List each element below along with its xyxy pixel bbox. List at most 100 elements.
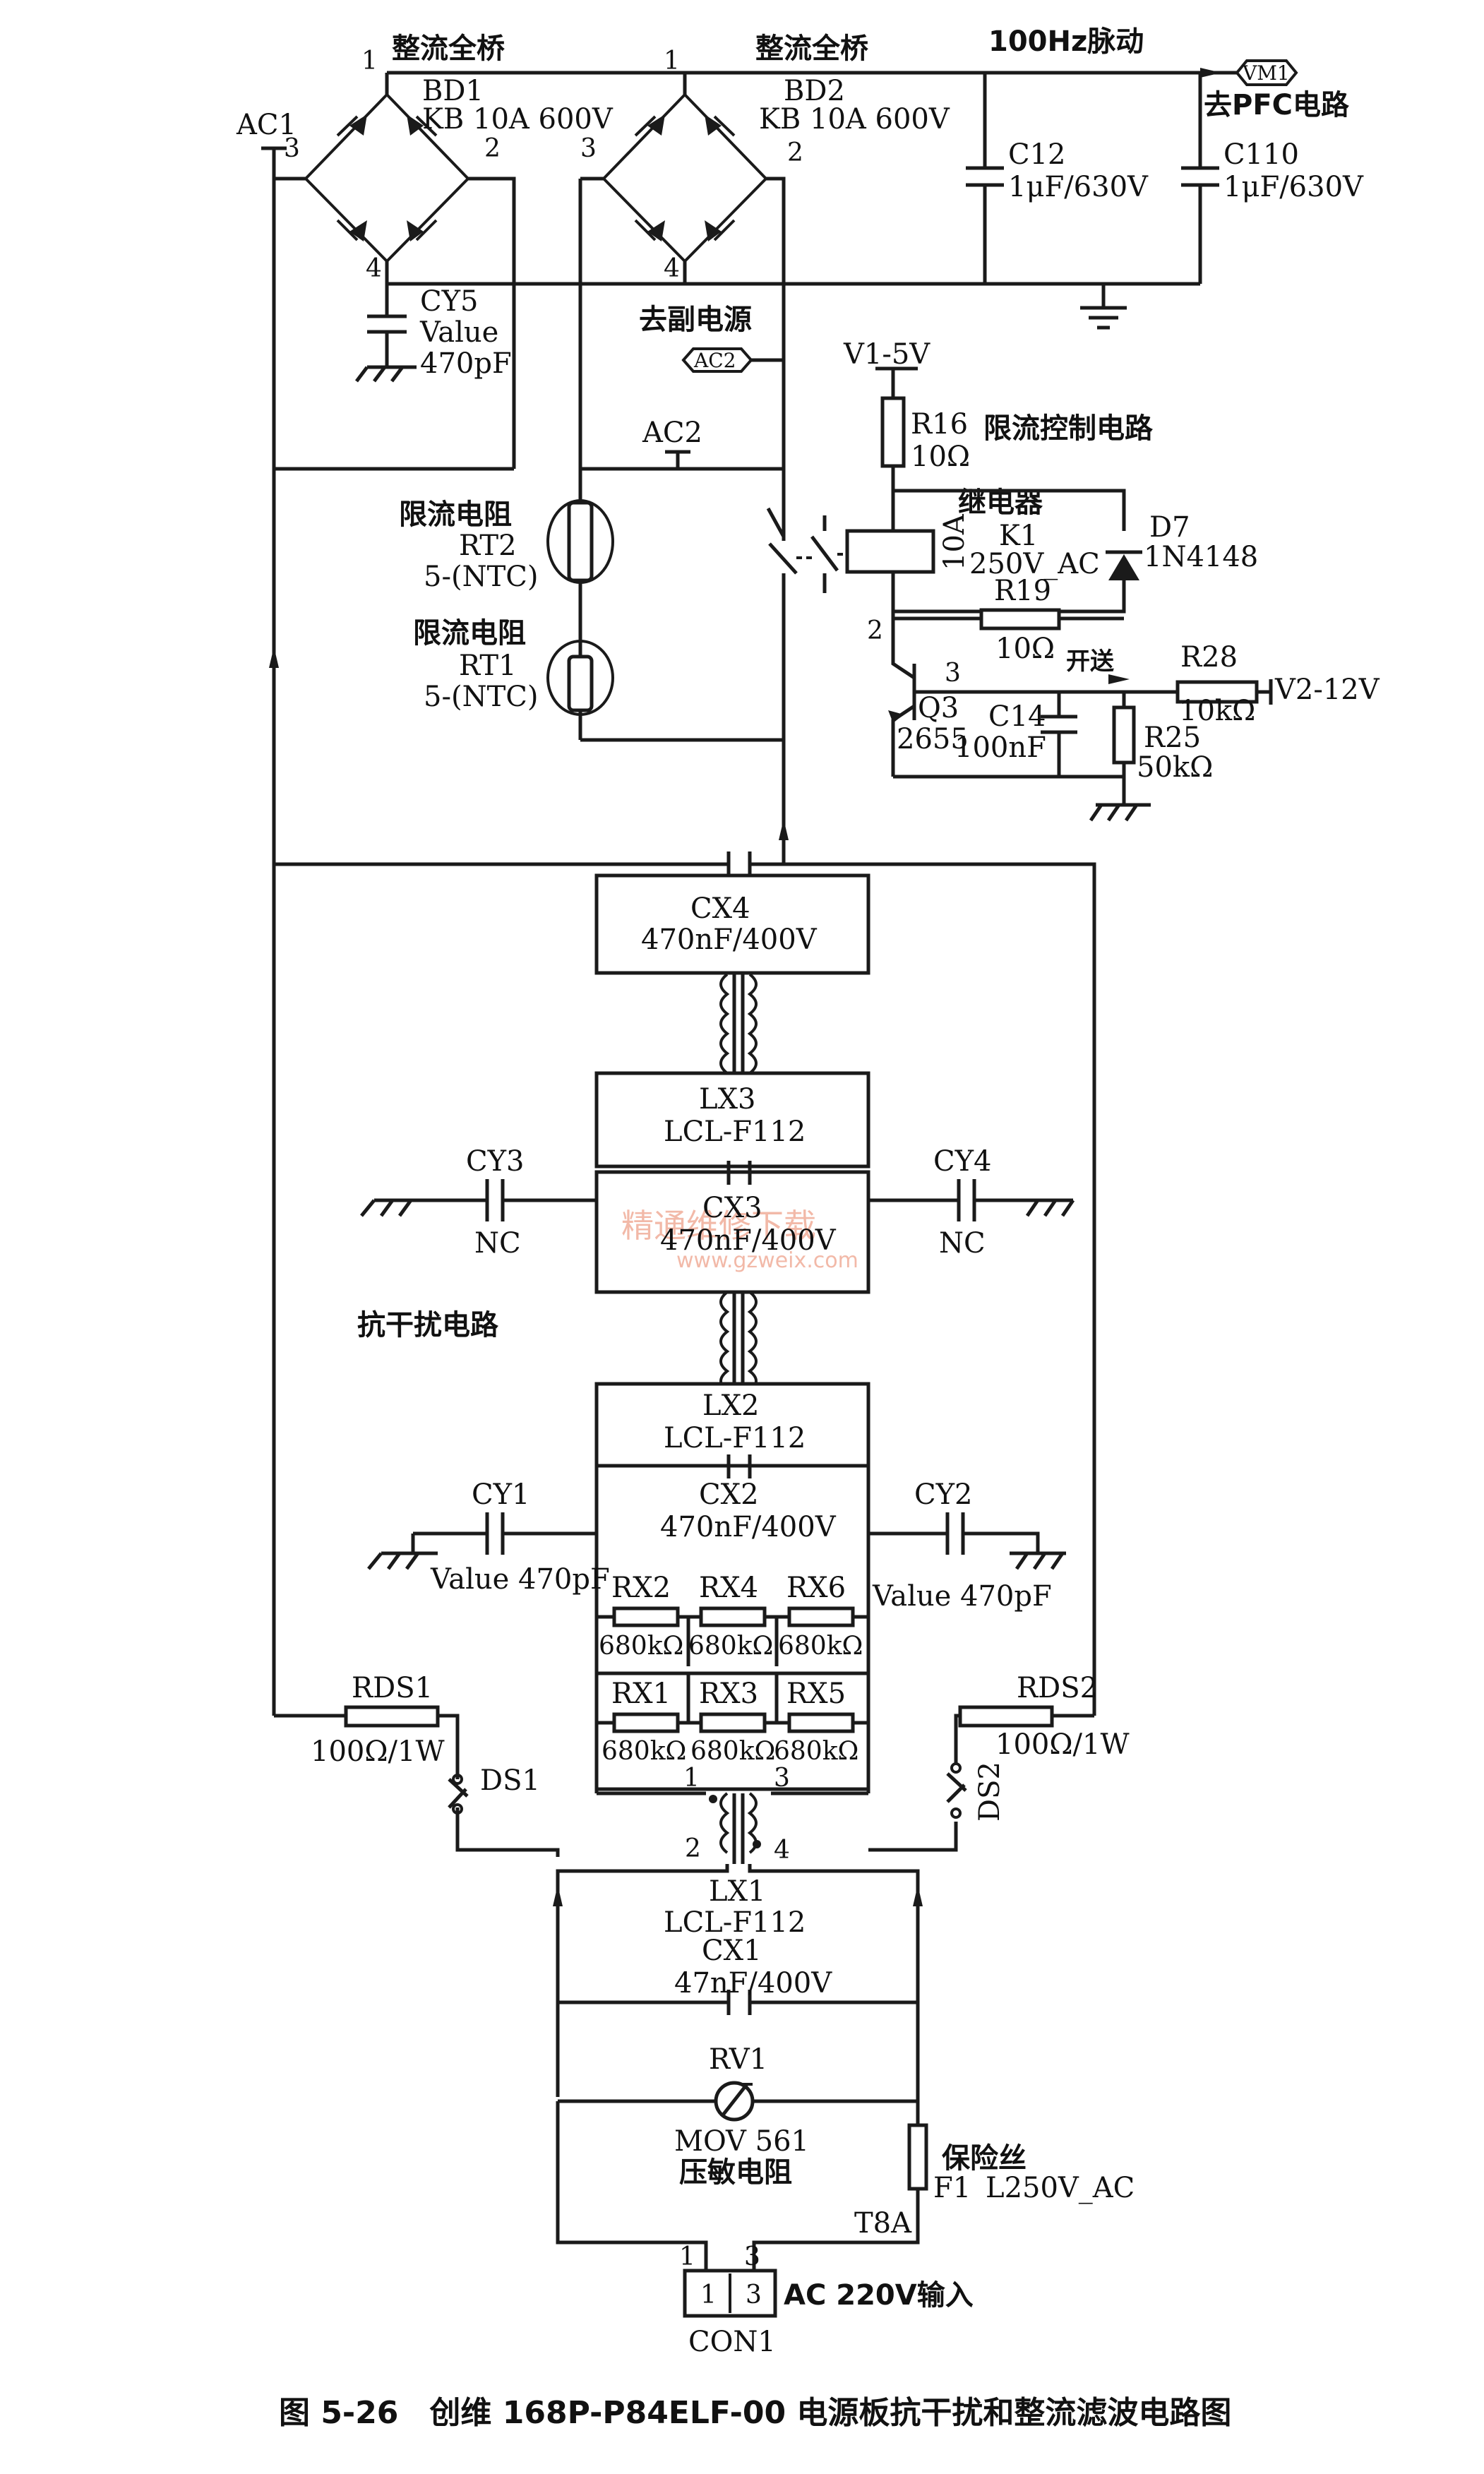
figure-caption: 图 5-26 创维 168P-P84ELF-00 电源板抗干扰和整流滤波电路图 xyxy=(279,2395,1231,2431)
rv1-part: MOV 561 xyxy=(674,2125,809,2158)
capacitor-cy4 xyxy=(868,1179,1075,1221)
ground-icon xyxy=(1089,803,1151,822)
cy2-value: Value 470pF xyxy=(872,1580,1052,1613)
rx4-value: 680kΩ xyxy=(688,1632,773,1661)
resistor-r28 xyxy=(1175,680,1259,704)
cx4-box xyxy=(594,873,870,975)
cx4-value: 470nF/400V xyxy=(641,924,818,956)
resistor-rds1 xyxy=(344,1705,440,1728)
rv1-desc: 压敏电阻 xyxy=(679,2156,792,2189)
r19-ref: R19 xyxy=(994,575,1051,607)
cy4-ref: CY4 xyxy=(933,1145,991,1178)
c14-value: 100nF xyxy=(955,731,1046,764)
bd1-pin1: 1 xyxy=(361,47,378,76)
capacitor-cy2 xyxy=(868,1512,1066,1570)
capacitor-cx1 xyxy=(726,1990,752,2015)
cx3-ref: CX3 xyxy=(702,1192,762,1224)
spark-gap-ds1 xyxy=(448,1774,469,1815)
rds2-ref: RDS2 xyxy=(1017,1672,1098,1704)
rds1-branch xyxy=(274,1714,560,1857)
vm1-flag xyxy=(1235,59,1298,86)
resistor-rx3 xyxy=(699,1712,767,1733)
cy1-value: Value 470pF xyxy=(430,1563,610,1596)
cy3-value: NC xyxy=(474,1227,521,1260)
c110-value: 1μF/630V xyxy=(1223,171,1364,203)
watermark-text: 精通维修下载 xyxy=(621,1207,816,1245)
rds2-value: 100Ω/1W xyxy=(995,1728,1130,1761)
r16-value: 10Ω xyxy=(911,441,970,473)
relay-current: 10A xyxy=(938,513,971,570)
capacitor-cy3 xyxy=(360,1179,597,1221)
rt2-ref: RT2 xyxy=(459,530,517,562)
lx1-pin3: 3 xyxy=(774,1764,790,1793)
fuse-rating: L250V_AC xyxy=(986,2172,1135,2204)
bd1-ref: BD1 xyxy=(422,75,484,107)
transistor-q3 xyxy=(888,643,1059,777)
vm1-flag-text: VM1 xyxy=(1242,61,1290,85)
arrow-icon xyxy=(1108,674,1130,684)
cy5-value1: Value xyxy=(419,316,498,349)
input-wire-right xyxy=(748,1864,920,2125)
switch-on-label: 开送 xyxy=(1066,647,1114,676)
arrow-icon xyxy=(269,647,279,668)
fuse-f1 xyxy=(907,2123,928,2191)
relay-rating: 250V_AC xyxy=(969,548,1100,580)
rx6-value: 680kΩ xyxy=(778,1632,863,1661)
rx3-ref: RX3 xyxy=(699,1678,758,1710)
con1-ref: CON1 xyxy=(688,2326,776,2358)
lx3-part: LCL-F112 xyxy=(664,1116,806,1148)
lx3-box xyxy=(594,1071,870,1169)
resistor-r19 xyxy=(979,608,1061,631)
bd1-pin2: 2 xyxy=(484,134,501,163)
capacitor-c14 xyxy=(1041,692,1077,777)
varistor-rv1 xyxy=(714,2081,755,2122)
cx2-ref: CX2 xyxy=(699,1478,759,1511)
con1-pin3-inner: 3 xyxy=(746,2281,762,2309)
capacitor-cy5 xyxy=(355,284,417,383)
bd2-pin2: 2 xyxy=(787,138,803,167)
cx4-ref: CX4 xyxy=(690,892,750,925)
choke-lx3 xyxy=(719,973,758,1075)
resistor-rx2 xyxy=(612,1606,680,1627)
r25-value: 50kΩ xyxy=(1137,751,1213,784)
capacitor-cx4 xyxy=(726,851,752,877)
rds1-value: 100Ω/1W xyxy=(311,1735,445,1768)
bd1-pin3: 3 xyxy=(284,134,300,163)
cy3-ref: CY3 xyxy=(466,1145,524,1178)
bridge-bd2 xyxy=(602,92,768,263)
capacitor-cy1 xyxy=(367,1512,597,1570)
r19-value: 10Ω xyxy=(995,633,1055,665)
v1-label: V1-5V xyxy=(843,338,931,371)
cy5-value2: 470pF xyxy=(420,347,512,380)
con1-pin1: 1 xyxy=(679,2242,695,2271)
resistor-rds2 xyxy=(958,1705,1054,1728)
r16-ref: R16 xyxy=(911,408,968,441)
ntc-rt2 xyxy=(546,469,614,657)
r25-ref: R25 xyxy=(1144,722,1201,754)
bd2-ref: BD2 xyxy=(784,75,845,107)
rt2-value: 5-(NTC) xyxy=(424,561,538,593)
q3-part: 2655 xyxy=(897,723,969,755)
rt1-title: 限流电阻 xyxy=(413,617,526,650)
con1-label: AC 220V输入 xyxy=(784,2279,974,2312)
bridge-bd1 xyxy=(304,92,470,263)
fuse-ref: F1 xyxy=(933,2172,971,2204)
capacitor-c12 xyxy=(966,73,1004,284)
rx4-ref: RX4 xyxy=(699,1572,758,1604)
lx3-ref: LX3 xyxy=(699,1083,756,1116)
rx5-value: 680kΩ xyxy=(774,1737,858,1766)
ntc-rt1 xyxy=(546,640,614,740)
lx1-pin4: 4 xyxy=(774,1836,790,1865)
q3-ref: Q3 xyxy=(918,692,959,724)
ds2-ref: DS2 xyxy=(974,1762,1006,1822)
bd2-pin4: 4 xyxy=(664,254,680,283)
ds1-ref: DS1 xyxy=(480,1764,540,1797)
pulse-label: 100Hz脉动 xyxy=(988,25,1144,58)
cx1-value: 47nF/400V xyxy=(674,1967,832,2000)
arrow-icon xyxy=(913,1885,923,1906)
relay-ref: K1 xyxy=(999,520,1038,552)
aux-label: 去副电源 xyxy=(639,304,752,336)
pfc-dest: 去PFC电路 xyxy=(1204,89,1350,121)
r28-ref: R28 xyxy=(1180,641,1238,674)
arrow-icon xyxy=(779,819,789,840)
